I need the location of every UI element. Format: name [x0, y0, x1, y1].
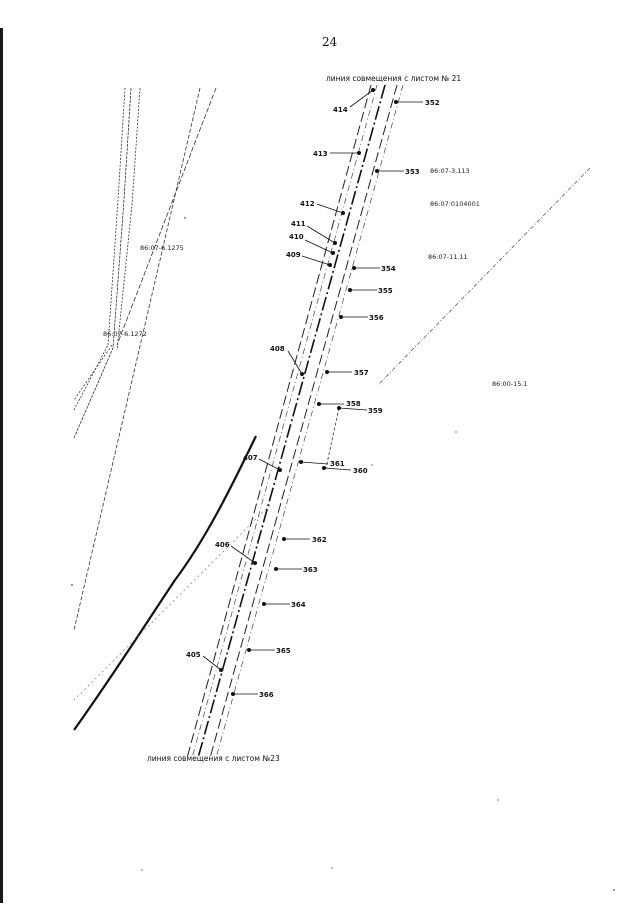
point-414: 414	[333, 88, 375, 114]
point-363: 363	[274, 566, 318, 574]
corridor-edge-right-2	[215, 84, 404, 759]
point-413: 413	[313, 150, 361, 158]
point-357: 357	[325, 369, 369, 377]
road-line-5	[116, 87, 217, 346]
point-label: 352	[425, 99, 440, 107]
diagonal-boundary-right	[377, 167, 591, 386]
point-411: 411	[291, 220, 337, 245]
point-366: 366	[231, 691, 274, 699]
point-label: 359	[368, 407, 383, 415]
point-label: 366	[259, 691, 274, 699]
corridor-edge-right	[209, 84, 398, 759]
point-label: 363	[303, 566, 318, 574]
parcel-label-4: 86:07-6.1275	[140, 244, 184, 252]
point-label: 357	[354, 369, 369, 377]
point-358: 358	[317, 400, 361, 408]
point-352: 352	[394, 99, 440, 107]
point-407: 407	[243, 454, 282, 472]
point-361: 361	[299, 460, 345, 468]
point-label: 365	[276, 647, 291, 655]
point-408: 408	[270, 345, 304, 376]
point-355: 355	[348, 287, 393, 295]
points-right: 352 353 354 355 356 357 358 359 361 360 …	[231, 99, 440, 699]
point-label: 358	[346, 400, 361, 408]
thick-boundary-curve	[73, 435, 257, 731]
point-label: 414	[333, 106, 348, 114]
road-lines-left	[73, 87, 217, 631]
page-number: 24	[322, 35, 338, 49]
corridor-axis	[197, 84, 386, 759]
point-353: 353	[375, 168, 420, 176]
point-406: 406	[215, 541, 257, 565]
point-label: 362	[312, 536, 327, 544]
point-label: 408	[270, 345, 285, 353]
point-label: 406	[215, 541, 230, 549]
point-label: 364	[291, 601, 306, 609]
scan-specks	[71, 217, 615, 891]
point-label: 412	[300, 200, 315, 208]
point-label: 407	[243, 454, 258, 462]
parcel-label-2: 86:07:0104001	[430, 200, 480, 208]
road-line-1	[73, 87, 126, 411]
point-label: 405	[186, 651, 201, 659]
parcel-label-3: 86:07-11.11	[428, 253, 468, 261]
point-409: 409	[286, 251, 332, 267]
point-356: 356	[339, 314, 384, 322]
point-label: 410	[289, 233, 304, 241]
thin-diagonal-lower	[73, 504, 271, 701]
branch-359	[325, 407, 340, 469]
match-line-top: линия совмещения с листом № 21	[326, 74, 461, 83]
corridor-edge-left-2	[191, 84, 378, 759]
point-405: 405	[186, 651, 223, 672]
point-label: 360	[353, 467, 368, 475]
match-line-bottom: линия совмещения с листом №23	[147, 754, 280, 763]
corridor-edge-left	[186, 84, 372, 759]
parcel-label-5: 86:07-6.1272	[103, 330, 147, 338]
point-label: 356	[369, 314, 384, 322]
parcel-label-6: 86:00-15.1	[492, 380, 528, 388]
parcel-labels: 86:07-3.113 86:07:0104001 86:07-11.11 86…	[103, 167, 528, 388]
point-label: 411	[291, 220, 306, 228]
point-label: 355	[378, 287, 393, 295]
page-edge-bar	[0, 28, 3, 903]
point-label: 354	[381, 265, 396, 273]
point-410: 410	[289, 233, 335, 255]
road-line-6	[73, 344, 113, 401]
point-label: 409	[286, 251, 301, 259]
point-354: 354	[352, 265, 396, 273]
point-412: 412	[300, 200, 345, 215]
road-line-2	[73, 87, 132, 439]
point-label: 353	[405, 168, 420, 176]
corridor-lines	[186, 84, 404, 759]
point-362: 362	[282, 536, 327, 544]
point-359: 359	[337, 406, 383, 415]
point-label: 361	[330, 460, 345, 468]
point-365: 365	[247, 647, 291, 655]
road-line-3	[116, 87, 141, 351]
point-label: 413	[313, 150, 328, 158]
points-left: 414 413 412 411 410 409 408 407 406 405	[186, 88, 375, 672]
road-line-4	[73, 87, 201, 631]
point-360: 360	[322, 466, 368, 475]
parcel-label-1: 86:07-3.113	[430, 167, 470, 175]
point-364: 364	[262, 601, 306, 609]
